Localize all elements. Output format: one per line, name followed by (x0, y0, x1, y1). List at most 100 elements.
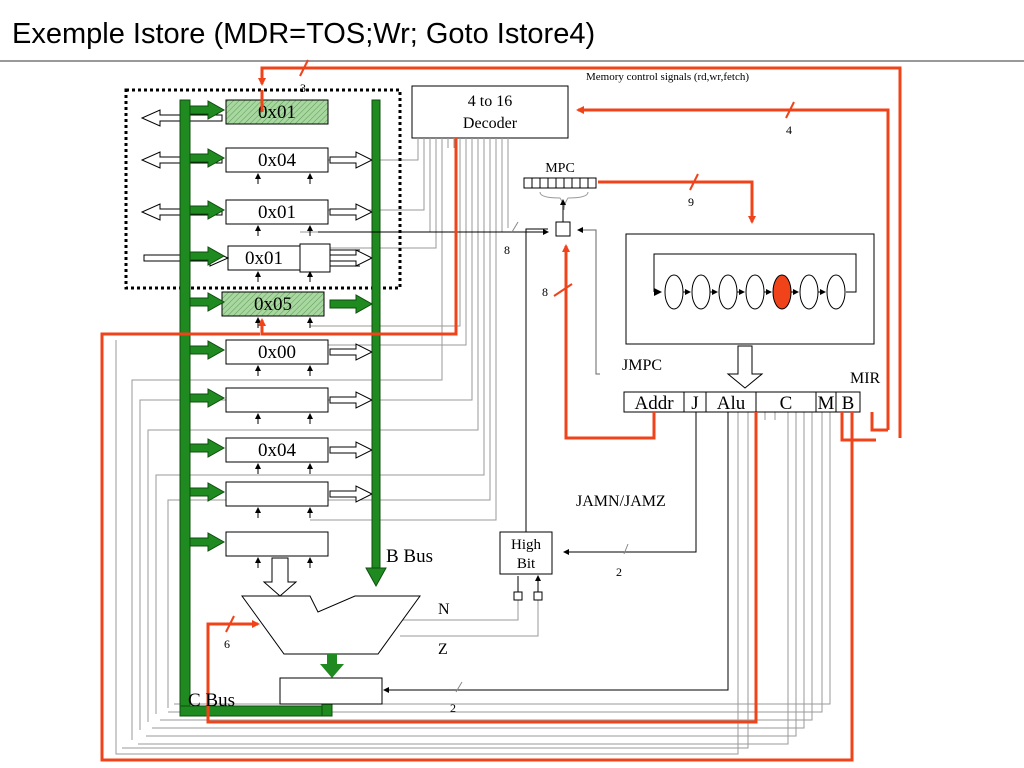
z-flipflop (533, 591, 543, 601)
shifter-ctrl-width: 2 (450, 701, 456, 715)
jamn-jamz-label: JAMN/JAMZ (576, 493, 666, 510)
mpc-label: MPC (545, 161, 575, 176)
gray-width-ticks (455, 221, 629, 693)
register-value: 0x04 (258, 440, 297, 461)
bus-width-ticks (225, 59, 795, 633)
high-bit-label-line2: Bit (517, 556, 536, 572)
b-bus-out-arrow (329, 441, 374, 459)
z-flag-label: Z (438, 641, 448, 658)
register-3: 0x01 (143, 243, 374, 282)
register-4: 0x05 (221, 291, 374, 328)
register-box (225, 531, 329, 557)
register-2: 0x01 (140, 199, 374, 236)
high-bit-label-line1: High (511, 537, 542, 553)
b-bus (365, 99, 387, 588)
register-9 (225, 531, 329, 568)
h-to-alu-arrow (262, 557, 298, 597)
page-title: Exemple Istore (MDR=TOS;Wr; Goto Istore4… (12, 18, 596, 50)
c-bus-in-arrow (189, 100, 226, 120)
register-box (225, 99, 329, 125)
mir-control-wires (115, 340, 831, 755)
active-state (772, 274, 792, 310)
c-bus-in-arrow (189, 148, 226, 168)
c-bus-in-arrow (189, 200, 226, 220)
register-8 (225, 481, 374, 518)
decoder-label-line2: Decoder (463, 115, 518, 132)
microprogram-states (664, 274, 846, 310)
mir-field-addr: Addr (634, 393, 674, 414)
mir-field-box (835, 391, 861, 413)
jam-wire (563, 412, 697, 555)
decoder-label-line1: 4 to 16 (468, 93, 512, 110)
decoder-output-ticks (417, 138, 509, 148)
state (799, 274, 819, 310)
b-bus-out-arrow (329, 485, 374, 503)
jmpc-label: JMPC (622, 357, 662, 374)
b-bus-out-arrow (329, 151, 374, 169)
mir-field-j: J (691, 393, 698, 414)
jmpc-wire (577, 227, 600, 375)
mir-field-alu: Alu (717, 393, 746, 414)
state (664, 274, 684, 310)
b-bus-out-arrow (329, 391, 374, 409)
state (826, 274, 846, 310)
register-value: 0x01 (258, 202, 296, 223)
mpc-brace (539, 191, 589, 211)
alu-to-shifter-arrow (320, 654, 344, 678)
state (745, 274, 765, 310)
shifter-control-wire (383, 412, 729, 693)
addr-to-mpc-width: 8 (542, 285, 548, 299)
register-6 (225, 387, 374, 424)
c-bus-in-arrow (189, 388, 226, 408)
mir-field-b: B (842, 393, 855, 414)
mir-label: MIR (850, 370, 881, 387)
alu-ctrl-width: 6 (224, 637, 230, 651)
register-value: 0x01 (245, 248, 283, 269)
high-bit-box (499, 531, 553, 575)
decoder-in-width: 4 (786, 123, 792, 137)
title-divider (0, 60, 1024, 62)
c-bus-in-arrow (189, 482, 226, 502)
active-control-signals (100, 66, 902, 762)
stack-selection-box (124, 88, 402, 290)
register-0: 0x01 (140, 99, 329, 127)
register-box (225, 437, 329, 463)
mpc-or-gate (555, 221, 571, 237)
register-box (227, 245, 301, 271)
b-bus-out-arrow (329, 203, 374, 221)
register-7: 0x04 (225, 437, 374, 474)
register-value: 0x00 (258, 342, 296, 363)
register-value: 0x01 (258, 102, 296, 123)
store-to-mir-arrow (726, 345, 764, 389)
c-bus-arrows (189, 100, 226, 552)
nz-wires (400, 600, 539, 637)
mir-field-c: C (780, 393, 793, 414)
register-1: 0x04 (140, 147, 374, 184)
c-bus-in-arrow (189, 438, 226, 458)
b-bus-label: B Bus (386, 546, 433, 567)
mpc-out-width: 9 (688, 195, 694, 209)
register-box (225, 339, 329, 365)
shifter (279, 677, 383, 705)
mem-ctrl-width: 3 (300, 81, 306, 95)
c-bus-label: C Bus (188, 690, 235, 711)
register-box (225, 387, 329, 413)
c-bus-in-arrow (189, 246, 226, 266)
mir-field-m: M (818, 393, 835, 414)
register-box (225, 199, 329, 225)
register-value: 0x05 (254, 294, 292, 315)
register-5: 0x00 (225, 339, 374, 376)
b-bus-active-arrow (329, 294, 374, 314)
control-store-loop (653, 253, 857, 293)
register-box (221, 291, 325, 317)
register-value: 0x04 (258, 150, 297, 171)
c-bus-in-arrow (189, 340, 226, 360)
register-box (225, 481, 329, 507)
n-flag-label: N (438, 601, 450, 618)
register-box (225, 147, 329, 173)
mbr-to-mpc-width: 8 (504, 243, 510, 257)
nz-to-high-bit (517, 576, 538, 592)
high-bit-to-or-wire (525, 228, 548, 532)
